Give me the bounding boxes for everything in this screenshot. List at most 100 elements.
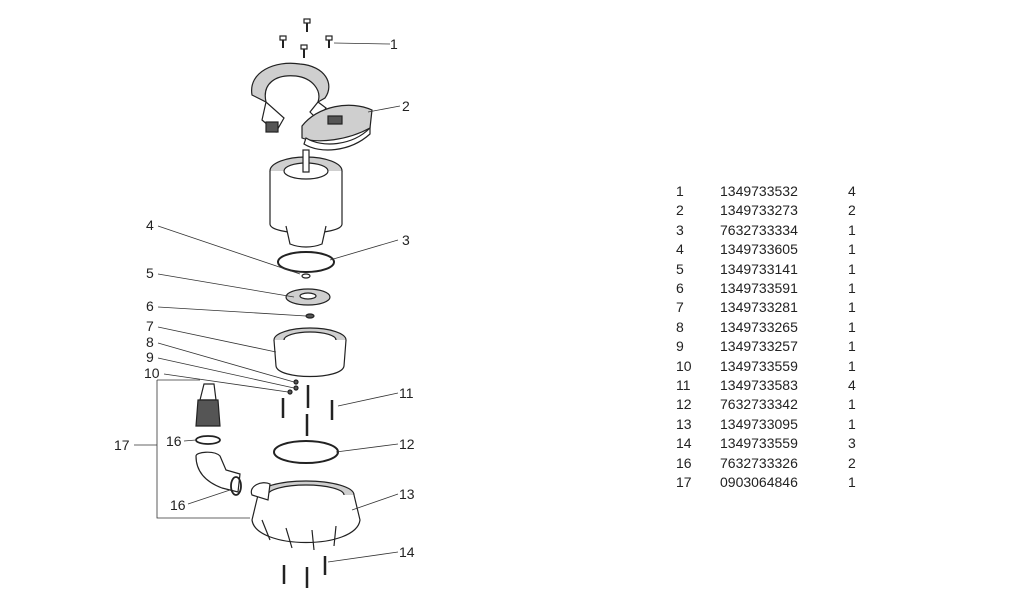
table-row: 5 1349733141 1 <box>676 260 868 279</box>
part-number-cell: 1349733141 <box>720 260 798 277</box>
callout-10: 10 <box>144 365 160 381</box>
pump-chamber-part-7 <box>273 327 347 378</box>
part-number-cell: 1349733559 <box>720 435 798 452</box>
quantity-cell: 2 <box>848 202 856 219</box>
leader-lines <box>134 42 401 563</box>
table-row: 9 1349733257 1 <box>676 337 868 356</box>
quantity-cell: 4 <box>848 183 856 199</box>
table-row: 17 0903064846 1 <box>676 473 868 492</box>
table-row: 1 1349733532 4 <box>676 182 868 201</box>
position-cell: 6 <box>676 280 684 297</box>
table-row: 2 1349733273 2 <box>676 201 868 220</box>
table-row: 14 1349733559 3 <box>676 434 868 453</box>
position-cell: 11 <box>676 377 691 394</box>
position-cell: 16 <box>676 454 692 471</box>
position-cell: 10 <box>676 357 692 374</box>
position-cell: 9 <box>676 338 684 355</box>
callout-3: 3 <box>402 232 410 248</box>
table-row: 8 1349733265 1 <box>676 318 868 337</box>
callout-8: 8 <box>146 334 154 350</box>
quantity-cell: 1 <box>848 338 856 355</box>
pins-part-14 <box>282 556 327 588</box>
base-part-13 <box>250 480 361 551</box>
table-row: 4 1349733605 1 <box>676 240 868 259</box>
part-number-cell: 1349733532 <box>720 183 798 199</box>
position-cell: 4 <box>676 241 684 258</box>
position-cell: 7 <box>676 299 684 316</box>
quantity-cell: 1 <box>848 474 856 491</box>
group-bracket-17 <box>156 379 250 519</box>
callout-16b: 16 <box>170 497 186 513</box>
quantity-cell: 3 <box>848 435 856 452</box>
part-number-cell: 7632733326 <box>720 454 798 471</box>
quantity-cell: 1 <box>848 318 856 335</box>
impeller-part-5 <box>285 288 331 306</box>
callout-6: 6 <box>146 298 154 314</box>
quantity-cell: 1 <box>848 357 856 374</box>
small-parts-8-9-10 <box>287 379 299 395</box>
part-number-cell: 1349733559 <box>720 357 798 374</box>
screws-part-1 <box>279 18 333 58</box>
callout-17: 17 <box>114 437 130 453</box>
o-ring-part-12 <box>273 440 339 464</box>
hose-adaptor-part-17 <box>195 383 242 496</box>
callout-2: 2 <box>402 98 410 114</box>
part-number-cell: 1349733273 <box>720 202 798 219</box>
callout-labels: 1 2 3 4 5 6 7 8 9 10 11 12 13 14 16 16 1… <box>114 36 415 560</box>
nut-part-6 <box>305 313 315 319</box>
parts-table: 1 1349733532 4 2 1349733273 2 3 7632733334 1 4… <box>676 182 868 493</box>
part-number-cell: 1349733095 <box>720 415 798 432</box>
position-cell: 8 <box>676 318 684 335</box>
part-number-cell: 0903064846 <box>720 474 798 491</box>
position-cell: 5 <box>676 260 684 277</box>
part-number-cell: 1349733281 <box>720 299 798 316</box>
motor-housing <box>269 149 343 248</box>
position-cell: 12 <box>676 396 692 413</box>
quantity-cell: 1 <box>848 396 856 413</box>
table-row: 3 7632733334 1 <box>676 221 868 240</box>
part-number-cell: 1349733605 <box>720 241 798 258</box>
quantity-cell: 1 <box>848 260 856 277</box>
position-cell: 1 <box>676 183 684 199</box>
callout-13: 13 <box>399 486 415 502</box>
callout-11: 11 <box>399 385 414 401</box>
table-row: 11 1349733583 4 <box>676 376 868 395</box>
position-cell: 3 <box>676 221 684 238</box>
pins-part-11 <box>281 385 334 436</box>
part-number-cell: 7632733334 <box>720 221 798 238</box>
table-row: 12 7632733342 1 <box>676 395 868 414</box>
part-number-cell: 1349733257 <box>720 338 798 355</box>
o-ring-part-3 <box>277 251 335 273</box>
part-number-cell: 1349733583 <box>720 377 798 394</box>
callout-4: 4 <box>146 217 154 233</box>
part-number-cell: 1349733591 <box>720 280 798 297</box>
callout-1: 1 <box>390 36 398 52</box>
washer-part-4 <box>301 273 311 279</box>
position-cell: 17 <box>676 474 692 491</box>
quantity-cell: 1 <box>848 221 856 238</box>
callout-16a: 16 <box>166 433 182 449</box>
quantity-cell: 1 <box>848 299 856 316</box>
position-cell: 2 <box>676 202 684 219</box>
callout-9: 9 <box>146 349 154 365</box>
table-row: 6 1349733591 1 <box>676 279 868 298</box>
part-number-cell: 7632733342 <box>720 396 798 413</box>
part-number-cell: 1349733265 <box>720 318 798 335</box>
quantity-cell: 2 <box>848 454 856 471</box>
quantity-cell: 1 <box>848 241 856 258</box>
callout-14: 14 <box>399 544 415 560</box>
callout-5: 5 <box>146 265 154 281</box>
quantity-cell: 4 <box>848 377 856 394</box>
callout-7: 7 <box>146 318 154 334</box>
table-row: 7 1349733281 1 <box>676 298 868 317</box>
callout-12: 12 <box>399 436 415 452</box>
handle-part-2 <box>251 62 373 151</box>
quantity-cell: 1 <box>848 415 856 432</box>
quantity-cell: 1 <box>848 280 856 297</box>
table-row: 16 7632733326 2 <box>676 454 868 473</box>
table-row: 10 1349733559 1 <box>676 357 868 376</box>
table-row: 13 1349733095 1 <box>676 415 868 434</box>
position-cell: 13 <box>676 415 692 432</box>
position-cell: 14 <box>676 435 692 452</box>
